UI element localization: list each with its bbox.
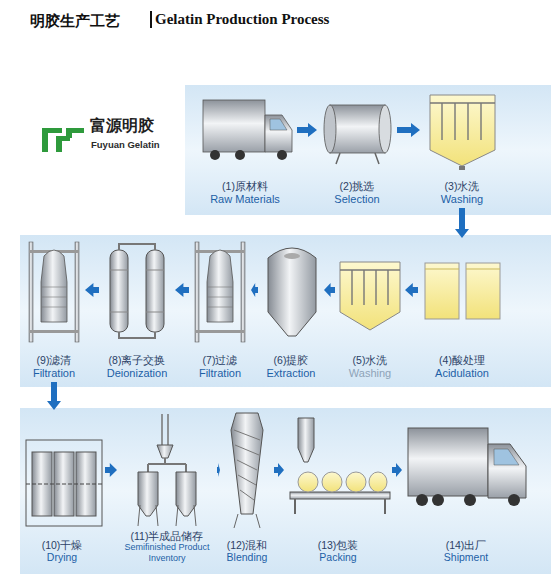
step-label-en: Raw Materials	[210, 193, 280, 206]
arrow-shape	[85, 283, 99, 297]
arrow-shape	[217, 463, 220, 477]
arrow-shape	[251, 283, 258, 297]
step-label-en: Packing	[319, 551, 356, 564]
arrow-shape	[297, 123, 317, 137]
step-label-cn: (6)提胶	[274, 354, 309, 367]
flow-arrow	[175, 283, 189, 297]
process-step: (6)提胶Extraction	[260, 240, 322, 380]
process-step: (5)水洗Washing	[337, 240, 403, 380]
step-label-cn: (1)原材料	[222, 180, 268, 193]
flow-arrow	[297, 123, 317, 137]
arrow-shape	[324, 283, 335, 297]
process-step: (10)干燥Drying	[21, 412, 103, 564]
process-step: (14)出厂Shipment	[404, 412, 528, 564]
step-label-en: Extraction	[267, 367, 316, 380]
step-label-cn: (4)酸处理	[439, 354, 485, 367]
arrow-shape	[175, 283, 189, 297]
step-label-en: Deionization	[107, 367, 168, 380]
step-label-cn: (12)混和	[227, 539, 268, 552]
flow-arrow	[405, 283, 418, 297]
flow-arrow	[455, 208, 469, 238]
title: 明胶生产工艺	[30, 12, 120, 31]
logo-text: 富源明胶	[90, 116, 154, 137]
step-label-cn: (3)水洗	[445, 180, 480, 193]
arrow-shape	[105, 463, 117, 477]
step-label-cn: (7)过滤	[203, 354, 238, 367]
process-step: (11)半成品储存Semifinished Product Inventory	[119, 412, 215, 564]
heading-text: Gelatin Production Process	[150, 11, 329, 28]
process-step: (4)酸处理Acidulation	[420, 240, 504, 380]
step-label-en: Blending	[227, 551, 268, 564]
flow-arrow	[85, 283, 99, 297]
arrow-shape	[455, 208, 469, 238]
step-label-en: Acidulation	[435, 367, 489, 380]
step-label-en: Drying	[47, 551, 77, 564]
step-label-en: Selection	[334, 193, 379, 206]
step-label-cn: (8)离子交换	[109, 354, 166, 367]
arrow-shape	[397, 123, 420, 137]
step-label-cn: (2)挑选	[340, 180, 375, 193]
arrow-shape	[405, 283, 418, 297]
process-step: (9)滤清Filtration	[25, 240, 83, 380]
process-step: (7)过滤Filtration	[191, 240, 249, 380]
flow-arrow	[392, 463, 402, 477]
step-label-en: Shipment	[444, 551, 488, 564]
flow-arrow	[105, 463, 117, 477]
arrow-shape	[47, 382, 61, 410]
process-step: (2)挑选Selection	[319, 92, 395, 206]
flow-arrow	[397, 123, 420, 137]
arrow-shape	[392, 463, 402, 477]
step-label-en: Washing	[441, 193, 483, 206]
process-step: (8)离子交换Deionization	[101, 240, 173, 380]
step-label-en: Filtration	[33, 367, 75, 380]
process-step: (12)混和Blending	[222, 412, 272, 564]
flow-arrow	[324, 283, 335, 297]
step-label-cn: (13)包装	[318, 539, 359, 552]
step-label-en: Filtration	[199, 367, 241, 380]
logo-text: Fuyuan Gelatin	[91, 139, 160, 150]
step-label-cn: (11)半成品储存	[131, 530, 204, 543]
arrow-shape	[274, 463, 284, 477]
step-label-en: Semifinished Product Inventory	[119, 542, 215, 564]
step-label-cn: (5)水洗	[353, 354, 388, 367]
step-label-cn: (9)滤清	[37, 354, 72, 367]
flow-arrow	[274, 463, 284, 477]
step-label-cn: (14)出厂	[446, 539, 487, 552]
step-label-cn: (10)干燥	[42, 539, 83, 552]
process-step: (3)水洗Washing	[422, 92, 502, 206]
flow-arrow	[217, 463, 220, 477]
process-step: (13)包装Packing	[286, 412, 390, 564]
flow-arrow	[47, 382, 61, 410]
flow-arrow	[251, 283, 258, 297]
process-step: (1)原材料Raw Materials	[195, 92, 295, 206]
step-label-en: Washing	[349, 367, 391, 380]
